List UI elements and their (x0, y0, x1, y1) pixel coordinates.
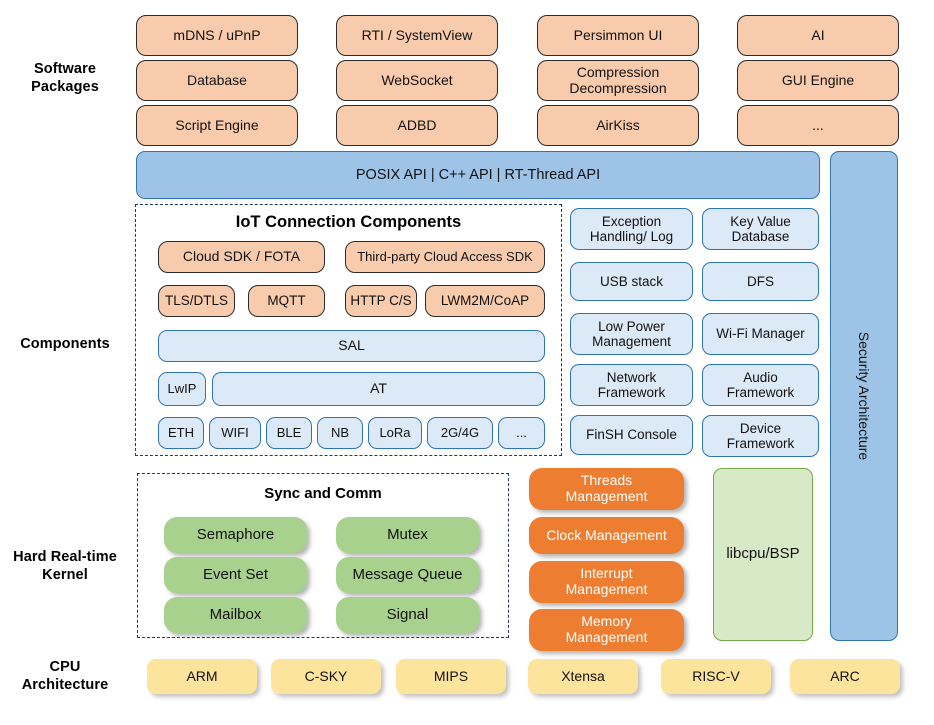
component-box[interactable]: Exception Handling/ Log (570, 208, 693, 250)
row-label-kernel: Hard Real-time Kernel (13, 549, 117, 584)
iot-protocol-box[interactable]: MQTT (248, 285, 325, 317)
component-box[interactable]: DFS (702, 262, 819, 301)
component-box[interactable]: USB stack (570, 262, 693, 301)
component-box[interactable]: Audio Framework (702, 364, 819, 406)
sync-and-comm-group (137, 473, 509, 638)
iot-lwip-box[interactable]: LwIP (158, 372, 206, 406)
libcpu-bsp-box[interactable]: libcpu/BSP (713, 468, 813, 641)
iot-link-box[interactable]: LoRa (368, 417, 422, 449)
sync-primitive-box[interactable]: Signal (336, 597, 479, 633)
package-box[interactable]: Persimmon UI (537, 15, 699, 56)
iot-link-box[interactable]: BLE (266, 417, 312, 449)
row-label-software-packages: Software Packages (31, 61, 99, 96)
iot-link-box[interactable]: WIFI (209, 417, 261, 449)
iot-cloud-box[interactable]: Cloud SDK / FOTA (158, 241, 325, 273)
iot-protocol-box[interactable]: HTTP C/S (345, 285, 417, 317)
iot-at-box[interactable]: AT (212, 372, 545, 406)
security-architecture-label: Security Architecture (856, 331, 872, 461)
package-box[interactable]: Compression Decompression (537, 60, 699, 101)
component-box[interactable]: Device Framework (702, 415, 819, 457)
package-box[interactable]: ADBD (336, 105, 498, 146)
cpu-arch-box[interactable]: Xtensa (528, 659, 638, 694)
kernel-service-box[interactable]: Interrupt Management (529, 561, 684, 603)
sync-primitive-box[interactable]: Mutex (336, 517, 479, 553)
iot-cloud-box[interactable]: Third-party Cloud Access SDK (345, 241, 545, 273)
component-box[interactable]: Network Framework (570, 364, 693, 406)
component-box[interactable]: Key Value Database (702, 208, 819, 250)
component-box[interactable]: FinSH Console (570, 415, 693, 455)
package-box[interactable]: Database (136, 60, 298, 101)
cpu-arch-box[interactable]: RISC-V (661, 659, 771, 694)
cpu-arch-box[interactable]: C-SKY (271, 659, 381, 694)
kernel-service-box[interactable]: Clock Management (529, 517, 684, 554)
iot-link-box[interactable]: NB (317, 417, 363, 449)
package-box[interactable]: ... (737, 105, 899, 146)
iot-connection-components-group (135, 204, 562, 456)
iot-sal-box[interactable]: SAL (158, 330, 545, 362)
package-box[interactable]: WebSocket (336, 60, 498, 101)
package-box[interactable]: AI (737, 15, 899, 56)
api-layer-bar[interactable]: POSIX API | C++ API | RT-Thread API (136, 151, 820, 199)
row-label-cpu-architecture: CPU Architecture (21, 659, 109, 694)
iot-link-box[interactable]: 2G/4G (427, 417, 493, 449)
security-architecture-bar[interactable]: Security Architecture (830, 151, 898, 641)
component-box[interactable]: Wi-Fi Manager (702, 313, 819, 355)
cpu-arch-box[interactable]: ARC (790, 659, 900, 694)
cpu-arch-box[interactable]: MIPS (396, 659, 506, 694)
sync-primitive-box[interactable]: Mailbox (164, 597, 307, 633)
row-label-components: Components (20, 336, 110, 352)
package-box[interactable]: GUI Engine (737, 60, 899, 101)
sync-and-comm-title: Sync and Comm (264, 485, 382, 502)
package-box[interactable]: Script Engine (136, 105, 298, 146)
package-box[interactable]: mDNS / uPnP (136, 15, 298, 56)
cpu-arch-box[interactable]: ARM (147, 659, 257, 694)
iot-protocol-box[interactable]: LWM2M/CoAP (425, 285, 545, 317)
package-box[interactable]: AirKiss (537, 105, 699, 146)
iot-link-box[interactable]: ETH (158, 417, 204, 449)
sync-primitive-box[interactable]: Message Queue (336, 557, 479, 593)
component-box[interactable]: Low Power Management (570, 313, 693, 355)
kernel-service-box[interactable]: Threads Management (529, 468, 684, 510)
sync-primitive-box[interactable]: Semaphore (164, 517, 307, 553)
kernel-service-box[interactable]: Memory Management (529, 609, 684, 651)
package-box[interactable]: RTI / SystemView (336, 15, 498, 56)
iot-link-box[interactable]: ... (498, 417, 545, 449)
iot-group-title: IoT Connection Components (235, 213, 462, 231)
iot-protocol-box[interactable]: TLS/DTLS (158, 285, 235, 317)
sync-primitive-box[interactable]: Event Set (164, 557, 307, 593)
